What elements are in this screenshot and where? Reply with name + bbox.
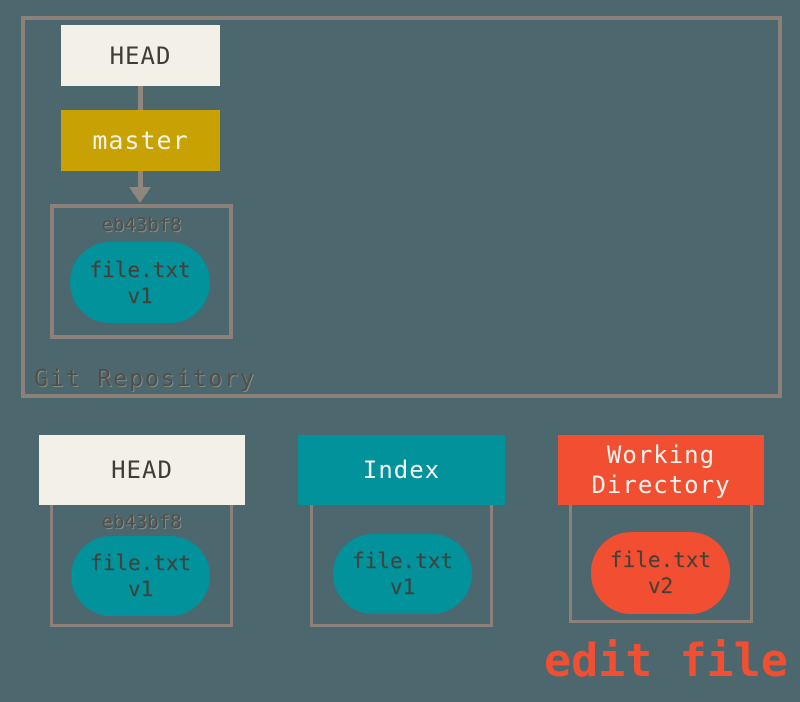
commit-box: eb43bf8 file.txt v1 (50, 204, 233, 339)
blob-file-name: file.txt (89, 551, 192, 575)
master-to-commit-line (138, 171, 143, 188)
blob-file-name: file.txt (609, 548, 712, 572)
edit-file-annotation: edit file (544, 634, 788, 687)
blob-file-version: v1 (127, 283, 153, 308)
working-directory-file-blob: file.txt v2 (591, 532, 730, 614)
head-column-box: eb43bf8 file.txt v1 (50, 502, 233, 627)
head-column-file-blob: file.txt v1 (71, 536, 210, 616)
commit-file-blob: file.txt v1 (70, 242, 210, 323)
working-directory-column-box: file.txt v2 (569, 502, 753, 623)
git-repository-label: Git Repository (34, 366, 256, 392)
head-ref-box: HEAD (61, 25, 220, 86)
head-column-header: HEAD (39, 435, 245, 505)
head-to-master-line (138, 86, 143, 110)
blob-file-name: file.txt (89, 257, 191, 282)
arrow-down-icon (129, 187, 151, 203)
blob-file-version: v2 (647, 574, 674, 598)
index-column-box: file.txt v1 (310, 502, 493, 627)
blob-file-version: v1 (127, 577, 154, 601)
blob-file-name: file.txt (351, 549, 454, 573)
working-directory-column-header: Working Directory (558, 435, 764, 505)
head-column-hash-label: eb43bf8 (101, 511, 182, 533)
master-branch-box: master (61, 110, 220, 171)
blob-file-version: v1 (389, 575, 416, 599)
index-column-header: Index (298, 435, 505, 505)
index-column-file-blob: file.txt v1 (333, 534, 472, 614)
commit-hash-label: eb43bf8 (101, 214, 182, 236)
git-repository-box: Git Repository (21, 16, 782, 398)
